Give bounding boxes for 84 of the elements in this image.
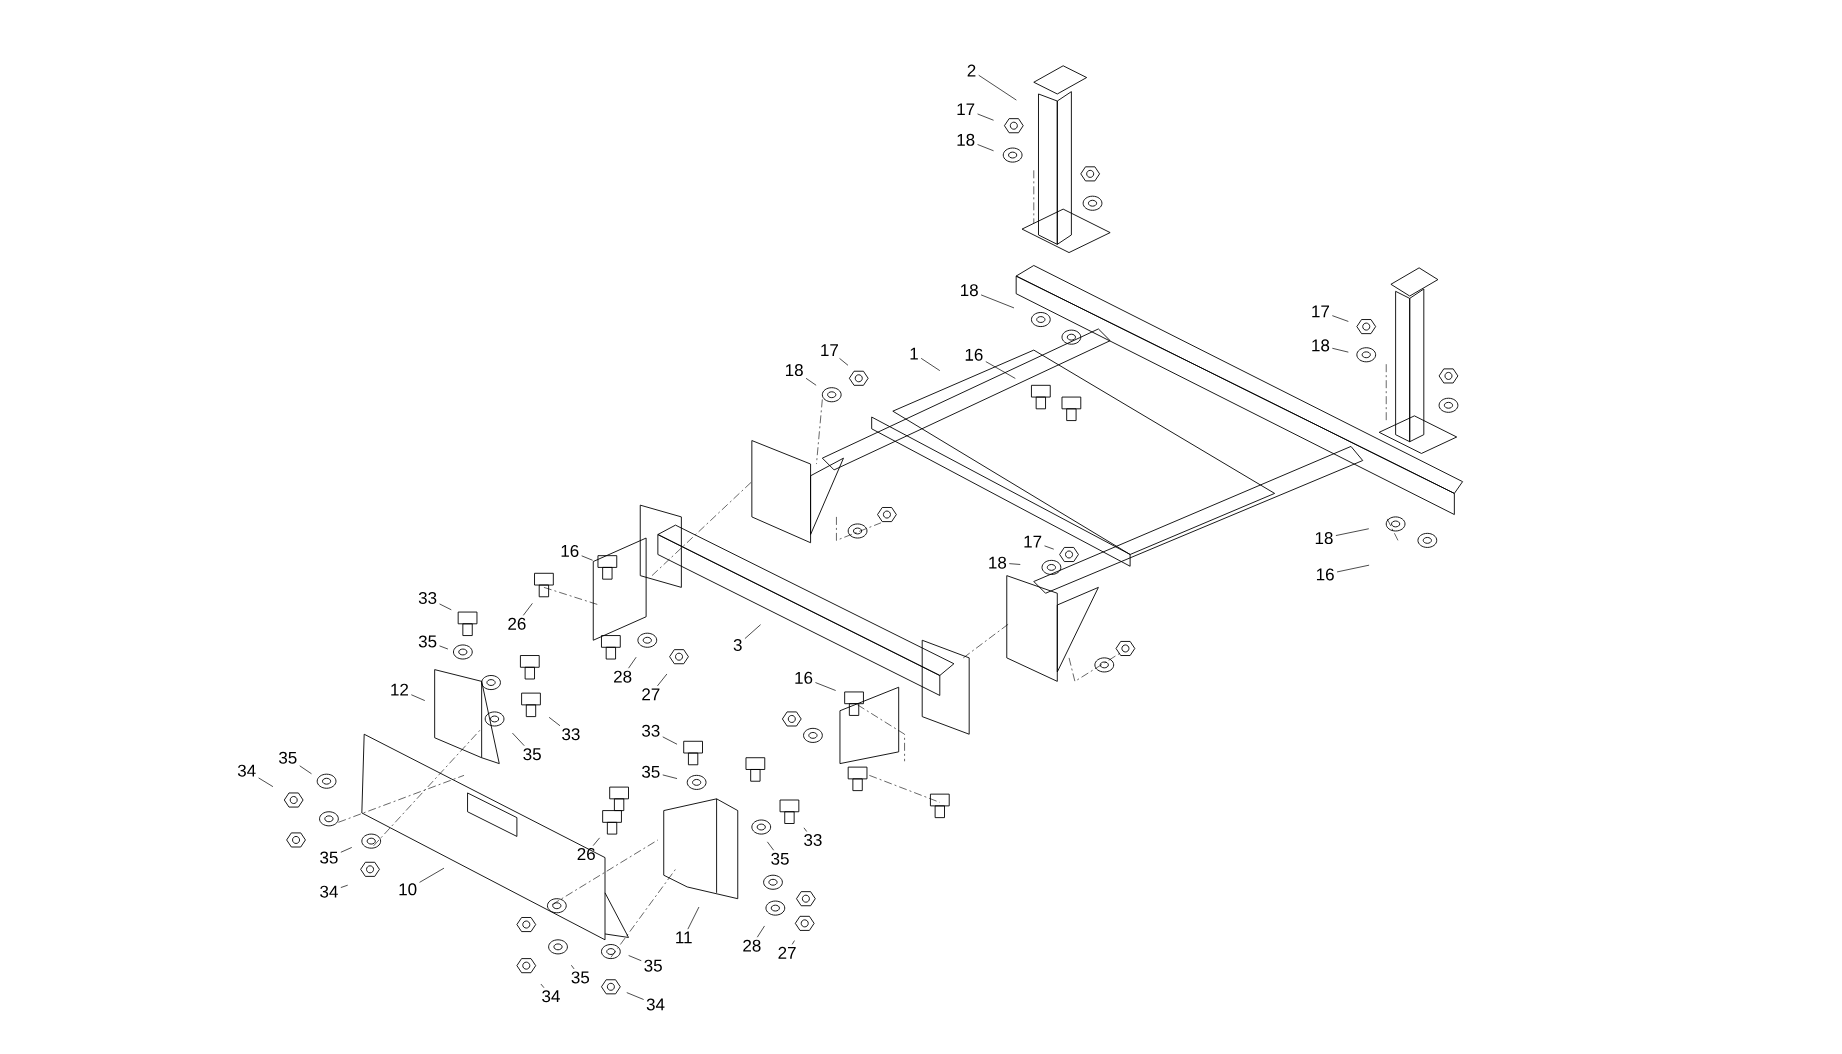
callout-number: 26 bbox=[508, 617, 526, 630]
leader-line bbox=[626, 992, 644, 1000]
callout-number: 35 bbox=[320, 851, 338, 864]
leader-line bbox=[977, 144, 994, 152]
callout-number: 28 bbox=[614, 670, 632, 683]
leader-line bbox=[548, 717, 561, 727]
leader-line bbox=[592, 837, 600, 847]
callout-number: 28 bbox=[743, 939, 761, 952]
leader-line bbox=[1332, 315, 1349, 322]
leader-line bbox=[1008, 563, 1021, 565]
leader-line bbox=[805, 378, 817, 386]
callout-number: 3 bbox=[733, 639, 742, 652]
leader-line bbox=[791, 940, 795, 945]
leader-line bbox=[657, 673, 668, 687]
leader-line bbox=[980, 294, 1015, 309]
leader-line bbox=[628, 657, 637, 669]
leader-line bbox=[815, 682, 837, 691]
callout-number: 33 bbox=[804, 834, 822, 847]
callout-number: 12 bbox=[391, 683, 408, 696]
leader-line bbox=[439, 645, 449, 650]
leader-line bbox=[258, 777, 274, 788]
leader-line bbox=[1336, 564, 1370, 573]
callout-number: 35 bbox=[571, 971, 590, 984]
callout-number: 26 bbox=[577, 848, 595, 861]
leader-line bbox=[340, 884, 349, 889]
callout-number: 18 bbox=[1312, 339, 1330, 352]
callout-number: 17 bbox=[1024, 535, 1042, 548]
callout-number: 18 bbox=[957, 133, 975, 146]
leader-line bbox=[1332, 348, 1349, 353]
callout-number: 10 bbox=[399, 883, 417, 896]
leader-line bbox=[439, 603, 452, 611]
callout-number: 35 bbox=[523, 748, 541, 761]
callout-number: 16 bbox=[561, 545, 579, 558]
callout-number: 35 bbox=[642, 765, 660, 778]
leader-line bbox=[581, 555, 593, 561]
leader-line bbox=[571, 965, 575, 970]
leader-line bbox=[522, 603, 533, 616]
callout-number: 27 bbox=[778, 946, 796, 959]
leader-line bbox=[1335, 528, 1370, 537]
callout-number: 35 bbox=[771, 852, 789, 865]
callout-number: 16 bbox=[795, 671, 813, 684]
callout-number: 18 bbox=[1315, 532, 1333, 545]
callout-number: 2 bbox=[967, 64, 976, 77]
leader-line bbox=[985, 361, 1016, 379]
leader-line bbox=[1044, 545, 1055, 550]
callout-number: 35 bbox=[418, 635, 437, 648]
callout-number: 27 bbox=[642, 688, 660, 701]
callout-number: 11 bbox=[676, 931, 692, 944]
leader-line bbox=[744, 624, 761, 640]
leader-line bbox=[340, 847, 353, 853]
callout-number: 16 bbox=[965, 348, 983, 361]
leader-line bbox=[628, 955, 642, 962]
leader-line bbox=[662, 774, 678, 780]
leader-line bbox=[767, 841, 775, 851]
leader-line bbox=[512, 732, 525, 747]
leader-line bbox=[687, 906, 700, 930]
leader-line bbox=[756, 925, 765, 938]
callout-number: 17 bbox=[957, 103, 975, 116]
leader-line bbox=[410, 694, 426, 702]
callout-number: 18 bbox=[786, 364, 803, 377]
callout-number: 18 bbox=[961, 284, 978, 297]
callout-number: 18 bbox=[989, 556, 1007, 569]
callout-number: 17 bbox=[821, 344, 838, 357]
leader-line bbox=[978, 75, 1017, 101]
callout-number: 34 bbox=[646, 998, 665, 1011]
leader-line bbox=[662, 736, 678, 745]
leader-line bbox=[803, 827, 808, 832]
callout-number: 16 bbox=[1317, 568, 1334, 581]
callout-number: 33 bbox=[418, 592, 437, 605]
callout-number: 17 bbox=[1312, 305, 1330, 318]
leader-line bbox=[977, 113, 994, 121]
callout-number: 34 bbox=[237, 764, 256, 777]
callout-number: 35 bbox=[279, 751, 297, 764]
leader-line bbox=[839, 358, 849, 366]
leader-line bbox=[920, 358, 941, 372]
leader-line bbox=[540, 983, 545, 989]
callout-number: 35 bbox=[644, 959, 662, 972]
leader-line bbox=[419, 867, 445, 883]
leader-line bbox=[299, 765, 312, 775]
callout-number: 1 bbox=[910, 347, 918, 360]
callout-number: 34 bbox=[320, 885, 338, 898]
callout-number: 34 bbox=[542, 990, 560, 1003]
callout-number: 33 bbox=[642, 724, 660, 737]
callout-number: 33 bbox=[562, 728, 580, 741]
